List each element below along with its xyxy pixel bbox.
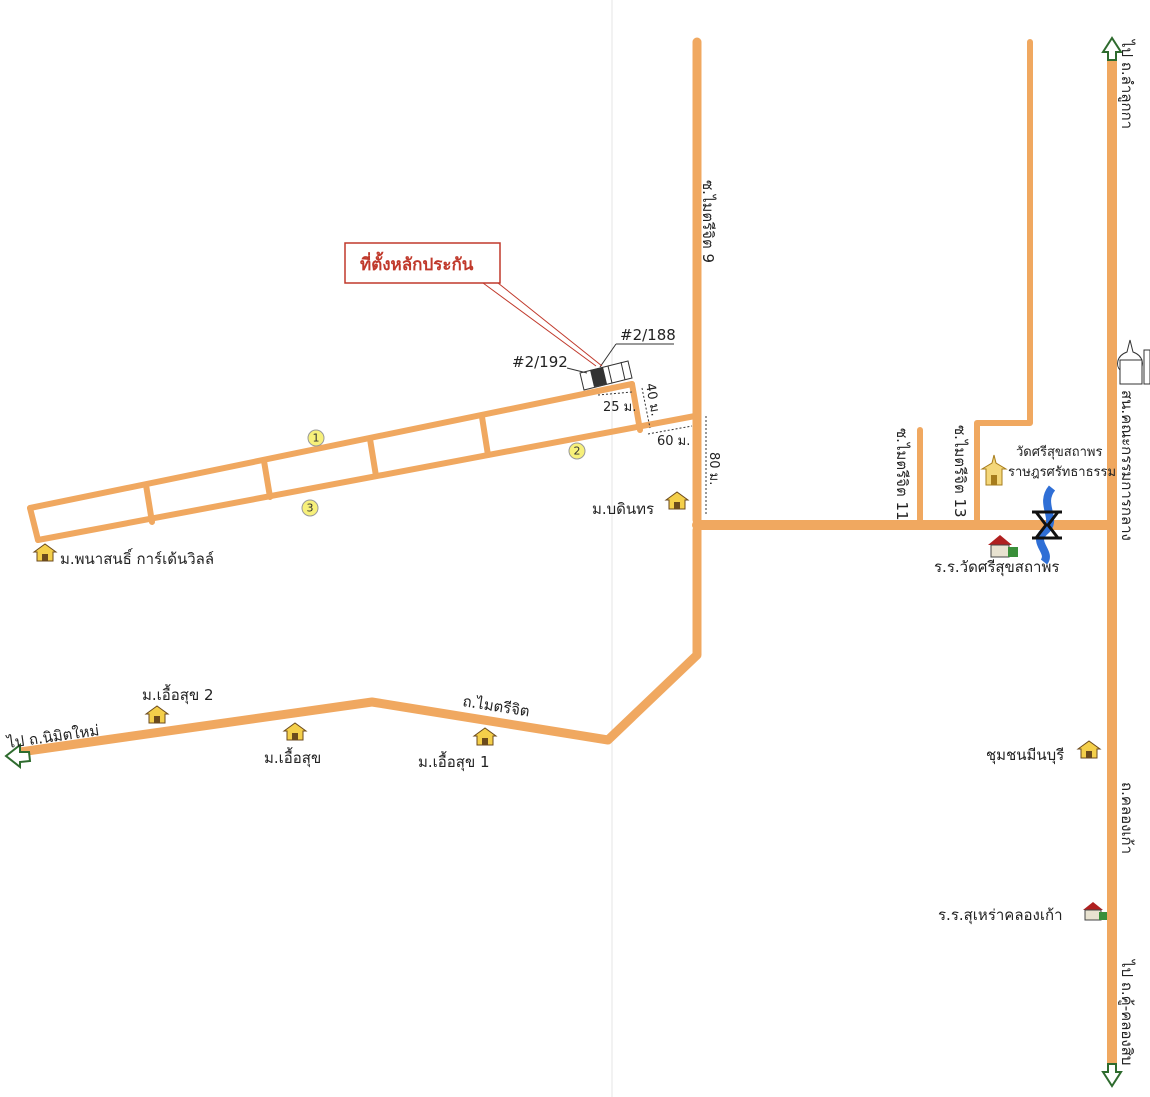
subdiv-rung-c <box>261 458 273 500</box>
dim-line-40 <box>641 387 651 429</box>
canal-bridge <box>1032 485 1062 565</box>
label-bodin: ม.บดินทร <box>592 500 654 518</box>
dimension-marks: 25 ม. 40 ม. 60 ม. 80 ม. <box>597 382 721 516</box>
dim-60: 60 ม. <box>657 434 690 449</box>
temple-icon <box>980 454 1008 486</box>
marker-1 <box>307 429 325 447</box>
road-markers: 1 2 3 <box>301 429 586 517</box>
arrow-up-icon <box>1101 36 1123 61</box>
marker-2 <box>568 442 586 460</box>
label-to-khuukhot: ไป ถ.คู้-คลองสิบ <box>1118 959 1136 1065</box>
roads <box>15 37 1117 1075</box>
label-to-lamlukka: ไป ถ.ลำลูกกา <box>1118 39 1136 129</box>
label-school-1: ร.ร.วัดศรีสุขสถาพร <box>934 558 1059 577</box>
label-uea-1: ม.เอื้อสุข 1 <box>418 751 490 772</box>
subdiv-rung-b <box>143 482 155 525</box>
callout-title: ที่ตั้งหลักประกัน <box>360 251 474 275</box>
label-school-2: ร.ร.สุเหร่าคลองเก้า <box>938 906 1063 925</box>
school-icon <box>988 535 1018 558</box>
plot-divider <box>620 361 626 381</box>
label-phanason: ม.พนาสนธิ์ การ์เด้นวิลล์ <box>60 548 214 568</box>
callout-leader <box>482 282 597 367</box>
house-icon <box>472 727 498 746</box>
end-arrows <box>4 36 1123 1088</box>
road-maitrijit <box>15 525 702 757</box>
house-icons <box>32 491 1102 759</box>
label-soi-13: ซ.ไมตรีจิต 13 <box>951 425 969 518</box>
subdiv-road-3 <box>35 413 698 543</box>
house-icon <box>32 543 58 562</box>
label-uea: ม.เอื้อสุข <box>264 747 321 768</box>
house-icon <box>282 722 308 741</box>
subdiv-rung-d <box>367 436 379 479</box>
marker-3-label: 3 <box>307 502 314 515</box>
label-temple-name: วัดศรีสุขสถาพร <box>1016 444 1102 460</box>
plot-leader-left <box>566 367 588 374</box>
target-plot <box>590 367 607 387</box>
marker-3 <box>301 499 319 517</box>
label-soi-9: ซ.ไมตรีจิต 9 <box>699 180 717 263</box>
label-temple-side: สน.คณะกรรมการกลาง <box>1118 390 1136 541</box>
house-icon <box>1076 740 1102 759</box>
arrow-down-icon <box>1101 1063 1123 1088</box>
callout-box <box>344 242 501 284</box>
school-icon <box>1083 902 1107 921</box>
label-community: ชุมชนมีนบุรี <box>986 746 1064 765</box>
subdiv-rung-a <box>27 505 41 543</box>
mosque-icon <box>1117 339 1150 385</box>
dim-40: 40 ม. <box>642 382 663 417</box>
canal <box>1036 485 1056 565</box>
callout-leader <box>497 282 603 367</box>
label-soi-11: ซ.ไมตรีจิต 11 <box>893 428 911 521</box>
plot-label-left: #2/192 <box>512 353 568 371</box>
house-icon <box>664 491 690 510</box>
subdiv-rung-e <box>479 414 491 458</box>
dim-25: 25 ม. <box>603 400 636 415</box>
subdiv-rung-f <box>629 381 643 433</box>
plot-block <box>566 343 674 391</box>
plot-label-right: #2/188 <box>620 326 676 344</box>
dim-line-25 <box>597 391 633 396</box>
bridge-icon <box>1032 510 1062 540</box>
marker-1-label: 1 <box>313 432 320 445</box>
plot-leader-right <box>599 343 617 368</box>
arrow-left-icon <box>4 742 32 770</box>
plot-divider <box>607 365 613 384</box>
label-uea-2: ม.เอื้อสุข 2 <box>142 684 214 705</box>
house-icon <box>144 705 170 724</box>
subdiv-road-1 <box>27 381 635 511</box>
dim-line-60 <box>647 425 693 435</box>
label-klong-kao: ถ.คลองเก้า <box>1118 782 1136 854</box>
dim-80: 80 ม. <box>706 452 721 485</box>
label-temple-sub: ราษฎรศรัทธาธรรม <box>1008 465 1116 480</box>
marker-2-label: 2 <box>574 445 581 458</box>
road-soi-13 <box>974 39 1033 523</box>
callout: ที่ตั้งหลักประกัน <box>344 242 603 367</box>
